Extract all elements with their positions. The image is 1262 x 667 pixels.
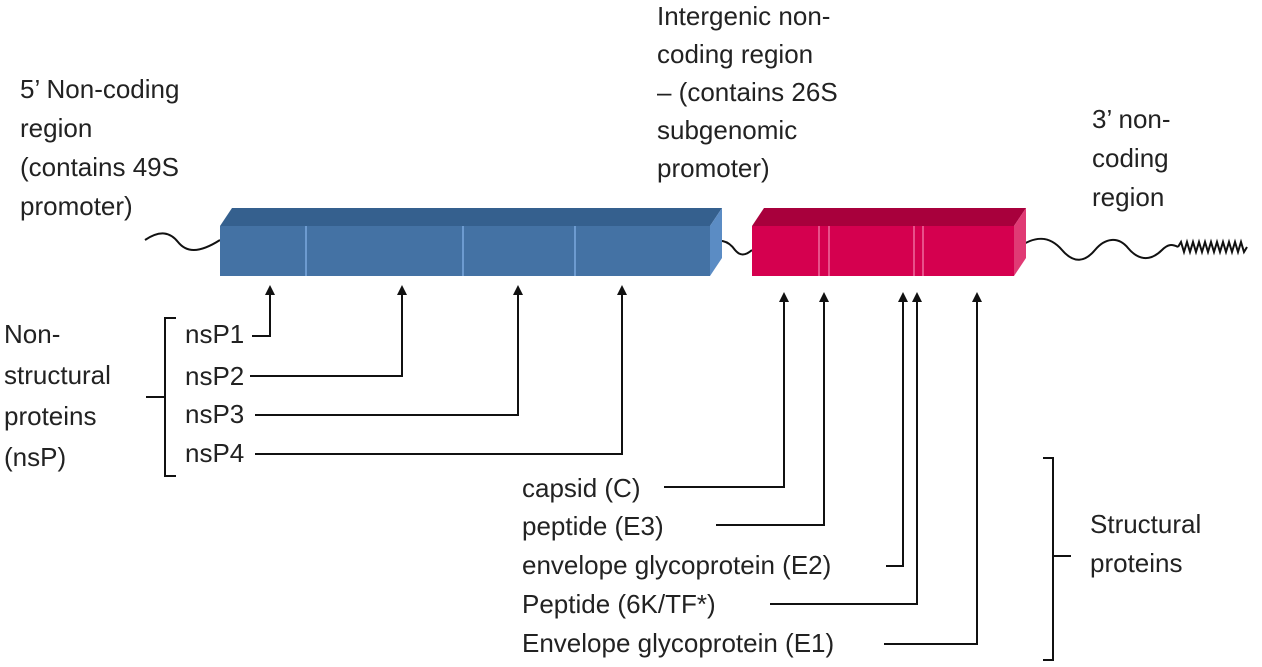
nsp1-leader (252, 285, 275, 337)
6k-label: Peptide (6K/TF*) (522, 589, 716, 619)
five-prime-utr-line (144, 232, 221, 251)
structural-bracket (1043, 457, 1071, 661)
nsp3-label: nsP3 (185, 399, 244, 429)
three-prime-utr-line (1017, 237, 1179, 261)
intergenic-label: Intergenic non- coding region – (contain… (657, 1, 845, 183)
nonstructural-dividers (305, 226, 576, 276)
nsp1-label: nsP1 (185, 319, 244, 349)
e3-leader (716, 292, 829, 526)
structural-block-side (1014, 208, 1026, 276)
e1-leader (884, 292, 982, 645)
nonstructural-block-top (220, 208, 722, 226)
poly-a-tail (1177, 238, 1248, 256)
structural-group-label: Structural proteins (1090, 509, 1209, 578)
nonstructural-bracket (146, 317, 176, 477)
nsp2-label: nsP2 (185, 361, 244, 391)
nonstructural-group-label: Non- structural proteins (nsP) (4, 319, 118, 472)
nonstructural-block-side (710, 208, 722, 276)
capsid-leader (664, 292, 789, 488)
capsid-label: capsid (C) (522, 473, 640, 503)
five-prime-label: 5’ Non-coding region (contains 49S promo… (20, 74, 187, 221)
nsp4-label: nsP4 (185, 438, 244, 468)
nonstructural-block (220, 226, 710, 276)
three-prime-label: 3’ non- coding region (1092, 104, 1178, 212)
structural-block (752, 226, 1014, 276)
e1-label: Envelope glycoprotein (E1) (522, 628, 834, 658)
nsp2-leader (250, 285, 407, 377)
e2-leader (886, 292, 908, 567)
nsp4-leader (255, 285, 627, 455)
e3-label: peptide (E3) (522, 511, 664, 541)
structural-dividers (818, 226, 924, 276)
structural-block-top (752, 208, 1026, 226)
6k-leader (770, 292, 922, 605)
e2-label: envelope glycoprotein (E2) (522, 550, 831, 580)
nsp3-leader (255, 285, 523, 416)
